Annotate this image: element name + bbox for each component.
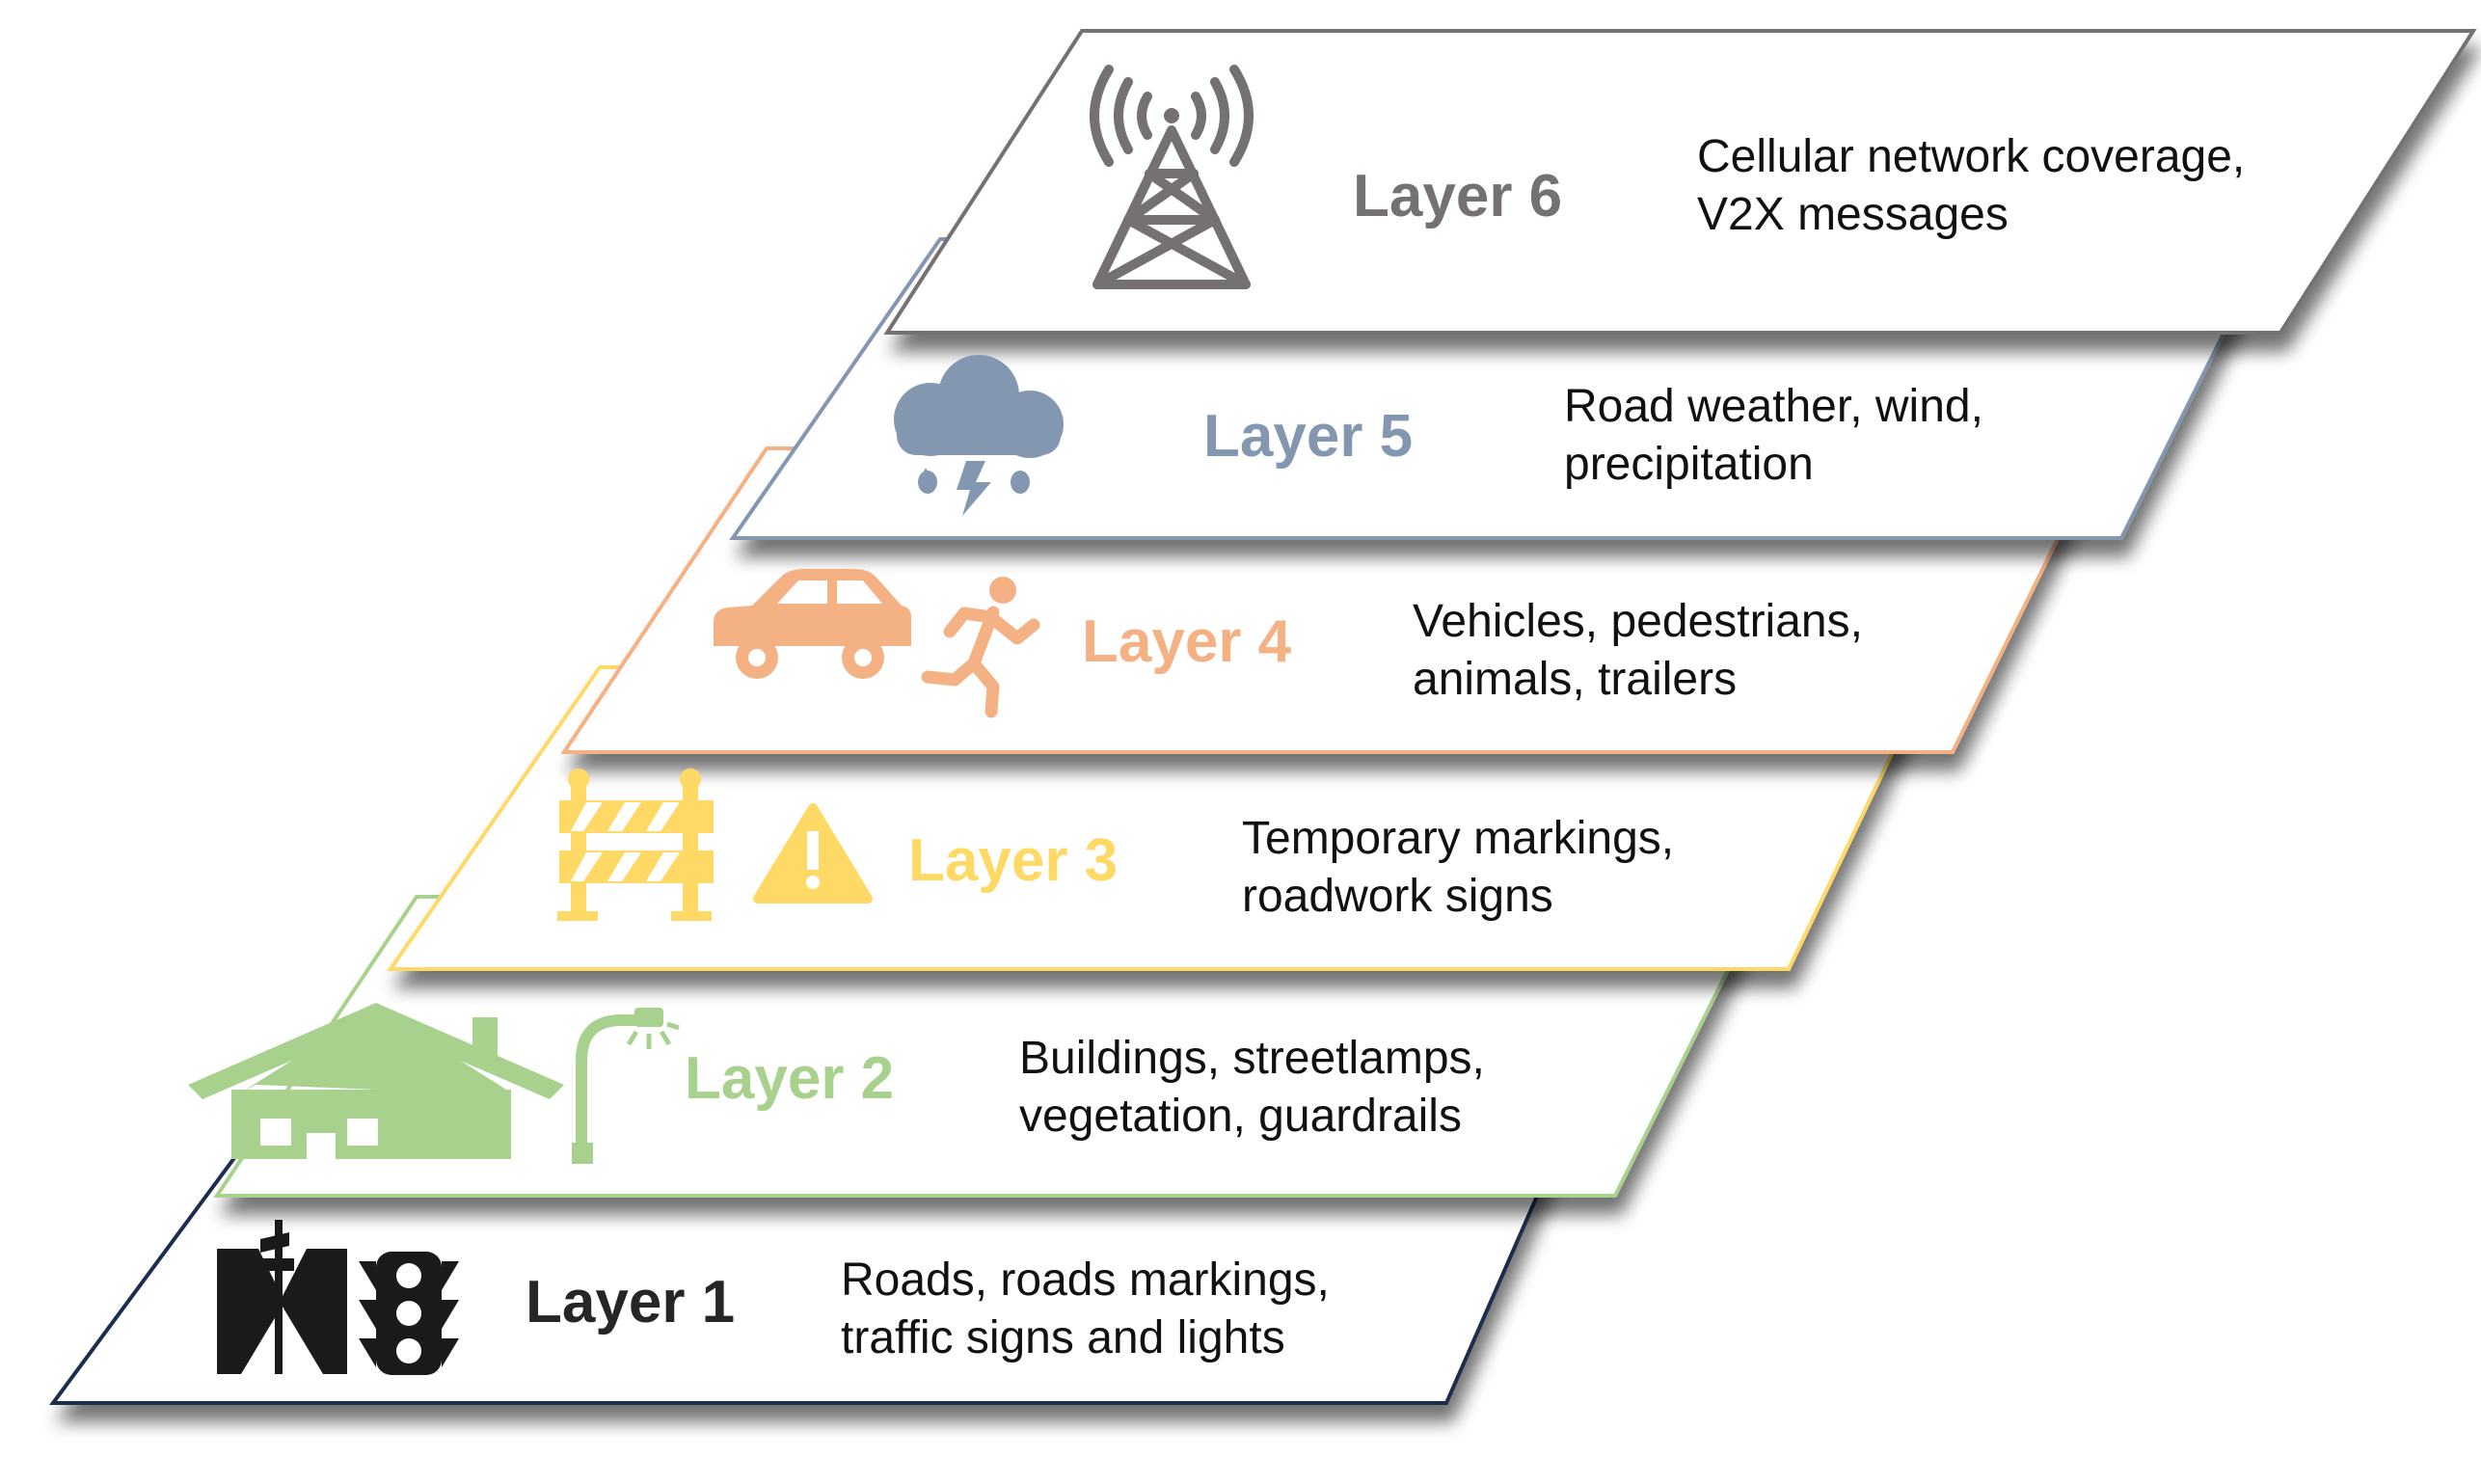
layer-4-desc-line1: Vehicles, pedestrians, [1413, 596, 1863, 647]
layer-3-desc-line1: Temporary markings, [1242, 813, 1675, 864]
layer-4-title: Layer 4 [1082, 608, 1292, 675]
layer-1-description: Roads, roads markings, traffic signs and… [841, 1252, 1330, 1367]
layer-3-desc-line2: roadwork signs [1242, 871, 1553, 922]
layer-1-desc-line2: traffic signs and lights [841, 1312, 1285, 1363]
layer-2-desc-line1: Buildings, streetlamps, [1019, 1033, 1485, 1084]
warning-icon [753, 803, 873, 904]
road-icon [217, 1220, 347, 1374]
layer-5-description: Road weather, wind, precipitation [1564, 378, 1983, 494]
car-icon [714, 569, 911, 679]
layer-4-description: Vehicles, pedestrians, animals, trailers [1413, 593, 1863, 709]
layer-5-desc-line2: precipitation [1564, 439, 1814, 490]
layer-4-desc-line2: animals, trailers [1413, 654, 1738, 705]
cell-tower-icon [1090, 65, 1254, 289]
layer-6-desc-line2: V2X messages [1697, 189, 2009, 240]
traffic-light-icon [359, 1252, 459, 1375]
layer-1-title: Layer 1 [526, 1269, 736, 1336]
road-barrier-icon [557, 769, 714, 921]
layer-3-description: Temporary markings, roadwork signs [1242, 810, 1674, 926]
layer-2-title: Layer 2 [685, 1045, 895, 1112]
layer-5-title: Layer 5 [1203, 403, 1414, 470]
layer-3-title: Layer 3 [908, 827, 1119, 894]
running-person-icon [921, 577, 1040, 718]
layer-5-desc-line1: Road weather, wind, [1564, 381, 1983, 432]
streetlamp-icon [572, 1008, 680, 1164]
storm-cloud-icon [894, 355, 1064, 516]
layer-1-desc-line1: Roads, roads markings, [841, 1255, 1330, 1306]
layer-6-title: Layer 6 [1353, 163, 1563, 229]
layer-6-desc-line1: Cellular network coverage, [1697, 131, 2246, 182]
layer-6-description: Cellular network coverage, V2X messages [1697, 128, 2245, 244]
layer-2-desc-line2: vegetation, guardrails [1019, 1091, 1462, 1142]
layer-2-description: Buildings, streetlamps, vegetation, guar… [1019, 1030, 1485, 1146]
layer-6-slab [883, 29, 2477, 335]
house-icon [188, 1003, 564, 1162]
